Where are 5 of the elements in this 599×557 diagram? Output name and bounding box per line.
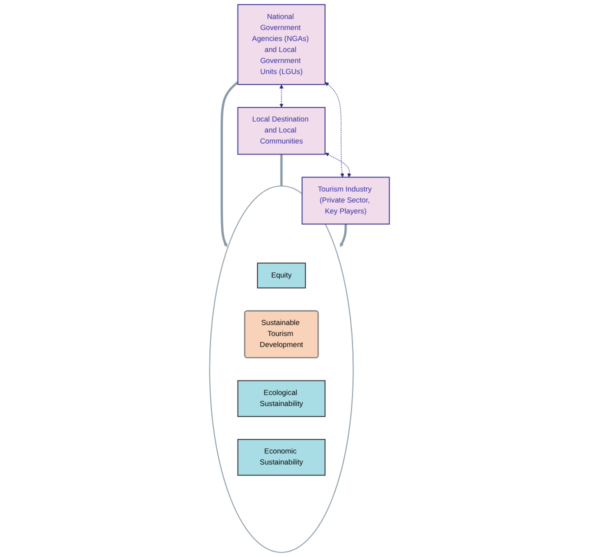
arrow: [325, 152, 352, 178]
arrow: [325, 82, 344, 178]
arrow: [340, 224, 347, 248]
arrow: [220, 81, 239, 248]
arrow: [279, 84, 284, 108]
